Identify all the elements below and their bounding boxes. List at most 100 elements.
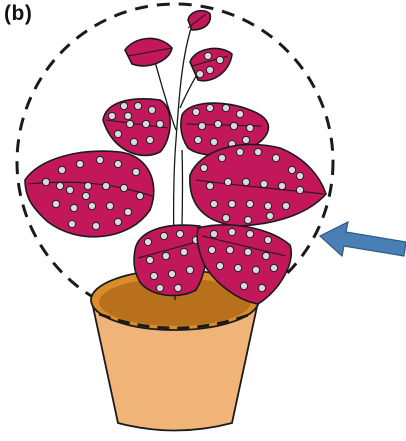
leaf-spot <box>136 192 143 199</box>
leaf-spot <box>82 192 89 199</box>
leaf-spot <box>230 122 237 129</box>
leaf-left-large <box>25 151 154 237</box>
leaf-spot <box>252 266 259 273</box>
leaf-spot <box>296 172 303 179</box>
leaf-spot <box>270 264 277 271</box>
leaf-mid-left <box>103 99 170 156</box>
leaf-spot <box>132 168 139 175</box>
leaf-spot <box>244 248 251 255</box>
leaf-spot <box>168 270 175 277</box>
leaf-spot <box>240 282 247 289</box>
leaf-spot <box>146 136 153 143</box>
leaf-spot <box>216 56 223 63</box>
leaf-top-bud-blade <box>188 11 210 30</box>
leaf-bottom-left <box>134 225 206 295</box>
leaf-spot <box>242 178 249 185</box>
leaf-spot <box>282 202 289 209</box>
leaf-spot <box>126 120 133 127</box>
leaf-spot <box>210 200 217 207</box>
leaf-spot <box>210 138 217 145</box>
leaf-spot <box>236 148 243 155</box>
leaf-spot <box>210 230 217 237</box>
leaf-top-bud <box>188 11 210 30</box>
leaf-spot <box>254 148 261 155</box>
leaf-spot <box>156 120 163 127</box>
leaf-spot <box>148 106 155 113</box>
leaf-spot <box>162 252 169 259</box>
leaf-spot <box>206 104 213 111</box>
leaf-spot <box>216 262 223 269</box>
leaf-spot <box>218 154 225 161</box>
leaf-spot <box>196 70 203 77</box>
leaf-spot <box>214 120 221 127</box>
leaf-spot <box>194 136 201 143</box>
leaf-spot <box>192 108 199 115</box>
leaf-spot <box>96 156 103 163</box>
leaf-spot <box>236 110 243 117</box>
leaf-spot <box>264 236 271 243</box>
leaf-spot <box>296 186 303 193</box>
leaf-upper-right <box>190 48 232 80</box>
leaf-spot <box>106 202 113 209</box>
leaf-spot <box>234 264 241 271</box>
leaf-spot <box>102 182 109 189</box>
leaf-spot <box>150 272 157 279</box>
leaf-spot <box>246 124 253 131</box>
leaf-spot <box>260 180 267 187</box>
leaf-spot <box>272 154 279 161</box>
leaf-spot <box>278 182 285 189</box>
leaf-spot <box>76 160 83 167</box>
leaf-spot <box>114 218 121 225</box>
leaf-spot <box>174 284 181 291</box>
leaf-spot <box>142 120 149 127</box>
leaf-bottom-left-blade <box>134 225 206 295</box>
leaf-upper-left <box>125 38 172 65</box>
leaf-right-large <box>190 144 326 226</box>
leaf-spot <box>124 112 131 119</box>
leaf-spot <box>258 284 265 291</box>
leaf-spot <box>228 228 235 235</box>
leaf-spot <box>264 202 271 209</box>
leaf-spot <box>246 200 253 207</box>
leaf-spot <box>130 138 137 145</box>
leaf-spot <box>56 182 63 189</box>
leaf-spot <box>242 136 249 143</box>
leaf-spot <box>224 178 231 185</box>
leaf-spot <box>114 160 121 167</box>
leaf-spot <box>84 182 91 189</box>
leaf-spot <box>68 220 75 227</box>
leaf-spot <box>156 284 163 291</box>
leaf-spot <box>58 166 65 173</box>
leaf-spot <box>206 182 213 189</box>
leaf-spot <box>180 248 187 255</box>
leaf-spot <box>208 246 215 253</box>
leaf-spot <box>134 102 141 109</box>
leaf-spot <box>262 252 269 259</box>
leaf-spot <box>120 102 127 109</box>
leaf-spot <box>244 216 251 223</box>
leaf-spot <box>42 178 49 185</box>
leaf-spot <box>226 246 233 253</box>
leaf-spot <box>114 130 121 137</box>
leaf-spot <box>88 202 95 209</box>
leaf-spot <box>198 122 205 129</box>
leaf-spot <box>92 222 99 229</box>
leaf-spot <box>70 204 77 211</box>
leaf-spot <box>222 214 229 221</box>
leaf-spot <box>146 256 153 263</box>
leaf-spot <box>222 104 229 111</box>
leaf-spot <box>124 208 131 215</box>
arrow-left-icon <box>320 222 406 256</box>
leaf-spot <box>288 166 295 173</box>
leaf-spot <box>200 164 207 171</box>
leaf-spot <box>144 238 151 245</box>
leaf-spot <box>206 66 213 73</box>
leaf-spot <box>266 212 273 219</box>
leaf-spot <box>120 184 127 191</box>
leaf-spot <box>66 186 73 193</box>
leaf-spot <box>108 112 115 119</box>
leaf-spot <box>228 200 235 207</box>
leaf-spot <box>52 200 59 207</box>
leaf-spot <box>160 232 167 239</box>
